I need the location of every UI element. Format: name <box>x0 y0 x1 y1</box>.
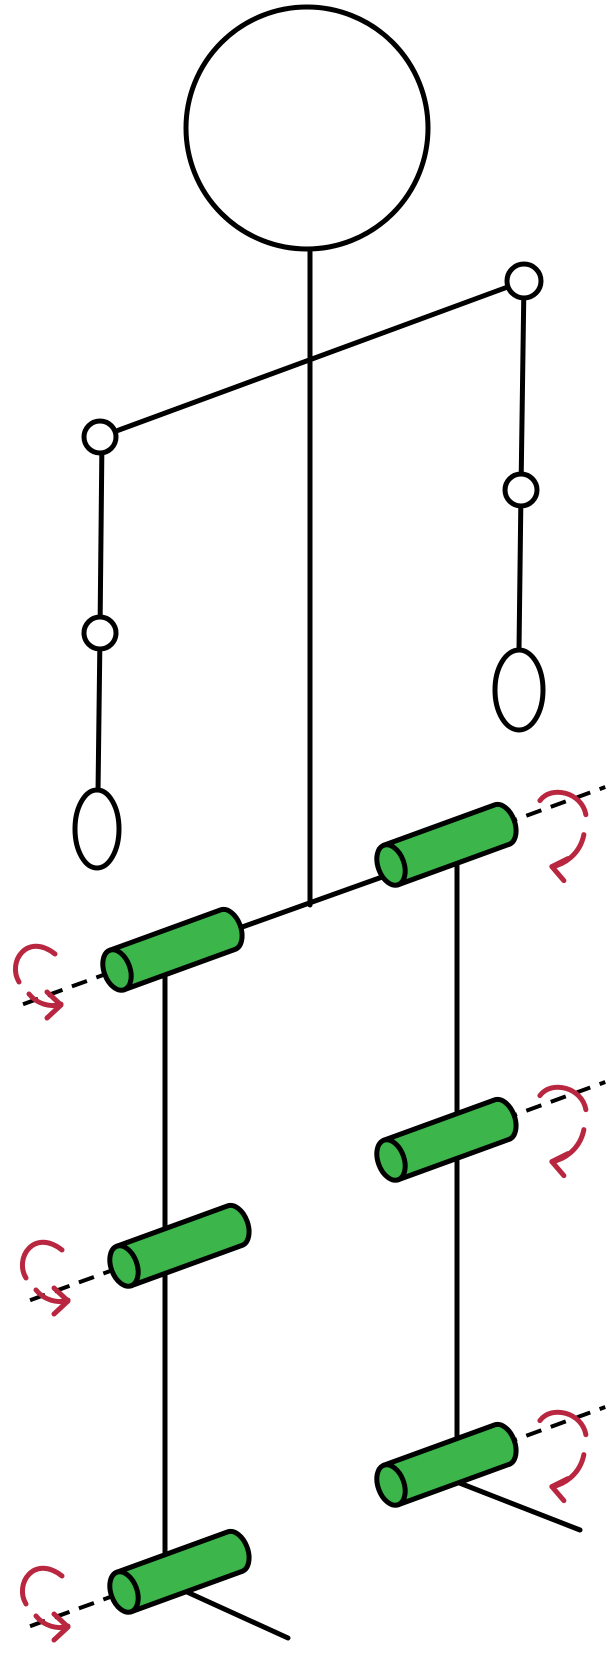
left-forearm <box>95 630 103 796</box>
left-hand-icon <box>72 787 122 871</box>
right-forearm <box>516 487 524 653</box>
left-shoulder-joint-icon <box>81 418 119 456</box>
right-ankle-actuator <box>374 1405 606 1508</box>
actuator-cylinder-icon <box>381 1421 519 1508</box>
actuator-cylinder-icon <box>114 1528 252 1615</box>
right-elbow-joint-icon <box>502 471 540 509</box>
shoulder-line <box>97 278 527 440</box>
actuator-end-cap <box>374 1462 408 1508</box>
actuator-end-cap <box>107 1569 141 1615</box>
head-circle <box>183 4 431 252</box>
rotation-arrowhead-icon <box>51 1611 71 1643</box>
rotation-axis-dashed <box>22 968 118 1007</box>
actuator-cylinder-icon <box>381 801 519 888</box>
actuator-end-cap <box>374 1137 408 1183</box>
rotation-axis-dashed <box>29 1590 125 1629</box>
actuator-end-cap <box>374 842 408 888</box>
rotation-arrowhead-icon <box>549 1151 571 1179</box>
rotation-arrowhead-icon <box>44 989 64 1021</box>
left-hip-actuator <box>12 906 245 1021</box>
rotation-axis-dashed <box>501 1405 606 1447</box>
actuator-group <box>12 785 606 1643</box>
actuator-cylinder-icon <box>381 1096 519 1183</box>
left-ankle-actuator <box>19 1528 252 1643</box>
rotation-axis-dashed <box>501 785 606 827</box>
rotation-axis-dashed <box>501 1080 606 1122</box>
right-shoulder-joint-icon <box>504 261 544 301</box>
actuator-end-cap <box>100 947 134 993</box>
right-upper-arm <box>518 278 527 493</box>
actuator-cylinder-icon <box>107 906 245 993</box>
left-knee-actuator <box>19 1202 252 1317</box>
rotation-arrowhead-icon <box>549 1476 571 1504</box>
left-upper-arm <box>97 434 105 636</box>
right-knee-actuator <box>374 1080 606 1183</box>
rotation-axis-dashed <box>29 1264 125 1303</box>
right-hip-actuator <box>374 785 606 888</box>
right-foot-line <box>454 1479 583 1533</box>
rotation-arrowhead-icon <box>51 1285 71 1317</box>
right-hand-icon <box>492 647 546 733</box>
left-elbow-joint-icon <box>81 614 119 652</box>
actuator-end-cap <box>107 1243 141 1289</box>
rotation-arrowhead-icon <box>549 856 571 884</box>
actuator-cylinder-icon <box>114 1202 252 1289</box>
